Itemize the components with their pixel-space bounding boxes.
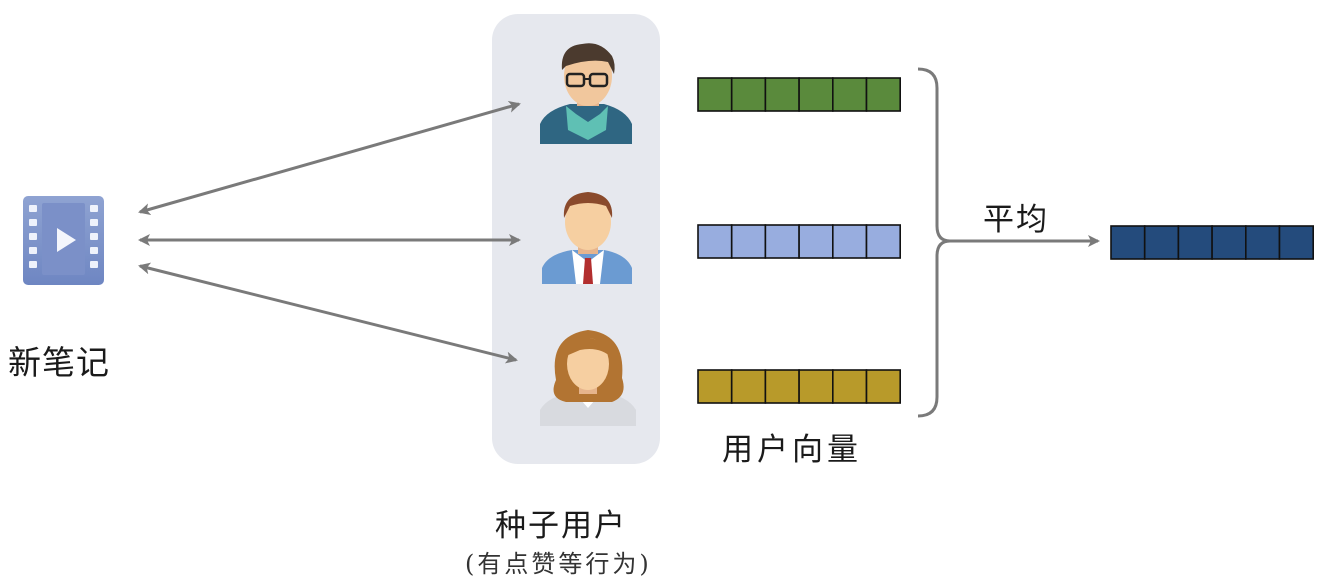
- user-vectors-label: 用户向量: [722, 432, 862, 468]
- vector-cell: [764, 224, 800, 259]
- video-file-icon: [23, 196, 104, 285]
- man-tie-avatar-icon: [542, 192, 632, 284]
- arrow-note-user-1: [138, 100, 521, 216]
- man-glasses-avatar-icon: [540, 43, 632, 144]
- vector-cell: [1211, 225, 1247, 260]
- vector-cell: [730, 224, 767, 259]
- arrow-note-user-3: [138, 262, 518, 364]
- vector-cell: [798, 224, 834, 259]
- vector-cell: [798, 77, 834, 112]
- vector-cell: [730, 369, 767, 404]
- vector-cell: [697, 77, 733, 112]
- vector-cell: [730, 77, 767, 112]
- vector-cell: [764, 77, 800, 112]
- vector-cell: [764, 369, 800, 404]
- vector-cell: [865, 224, 902, 259]
- user-vector-2: [697, 224, 902, 259]
- user-vector-3: [697, 369, 902, 404]
- average-vector: [1110, 225, 1315, 260]
- vector-cell: [831, 369, 868, 404]
- vector-cell: [1177, 225, 1213, 260]
- vector-cell: [1110, 225, 1146, 260]
- vector-cell: [865, 77, 902, 112]
- vector-cell: [1143, 225, 1180, 260]
- seed-users-label: 种子用户: [495, 508, 627, 544]
- vector-cell: [1278, 225, 1315, 260]
- woman-avatar-icon: [540, 330, 636, 426]
- vectors-brace: [917, 67, 951, 418]
- vector-cell: [697, 224, 733, 259]
- vector-cell: [1245, 225, 1281, 260]
- vector-cell: [831, 77, 868, 112]
- new-note-label: 新笔记: [8, 343, 110, 382]
- seed-users-note: (有点赞等行为): [465, 550, 652, 578]
- user-vector-1: [697, 77, 902, 112]
- vector-cell: [865, 369, 902, 404]
- vector-cell: [798, 369, 834, 404]
- vector-cell: [831, 224, 868, 259]
- vector-cell: [697, 369, 733, 404]
- average-label: 平均: [983, 202, 1049, 238]
